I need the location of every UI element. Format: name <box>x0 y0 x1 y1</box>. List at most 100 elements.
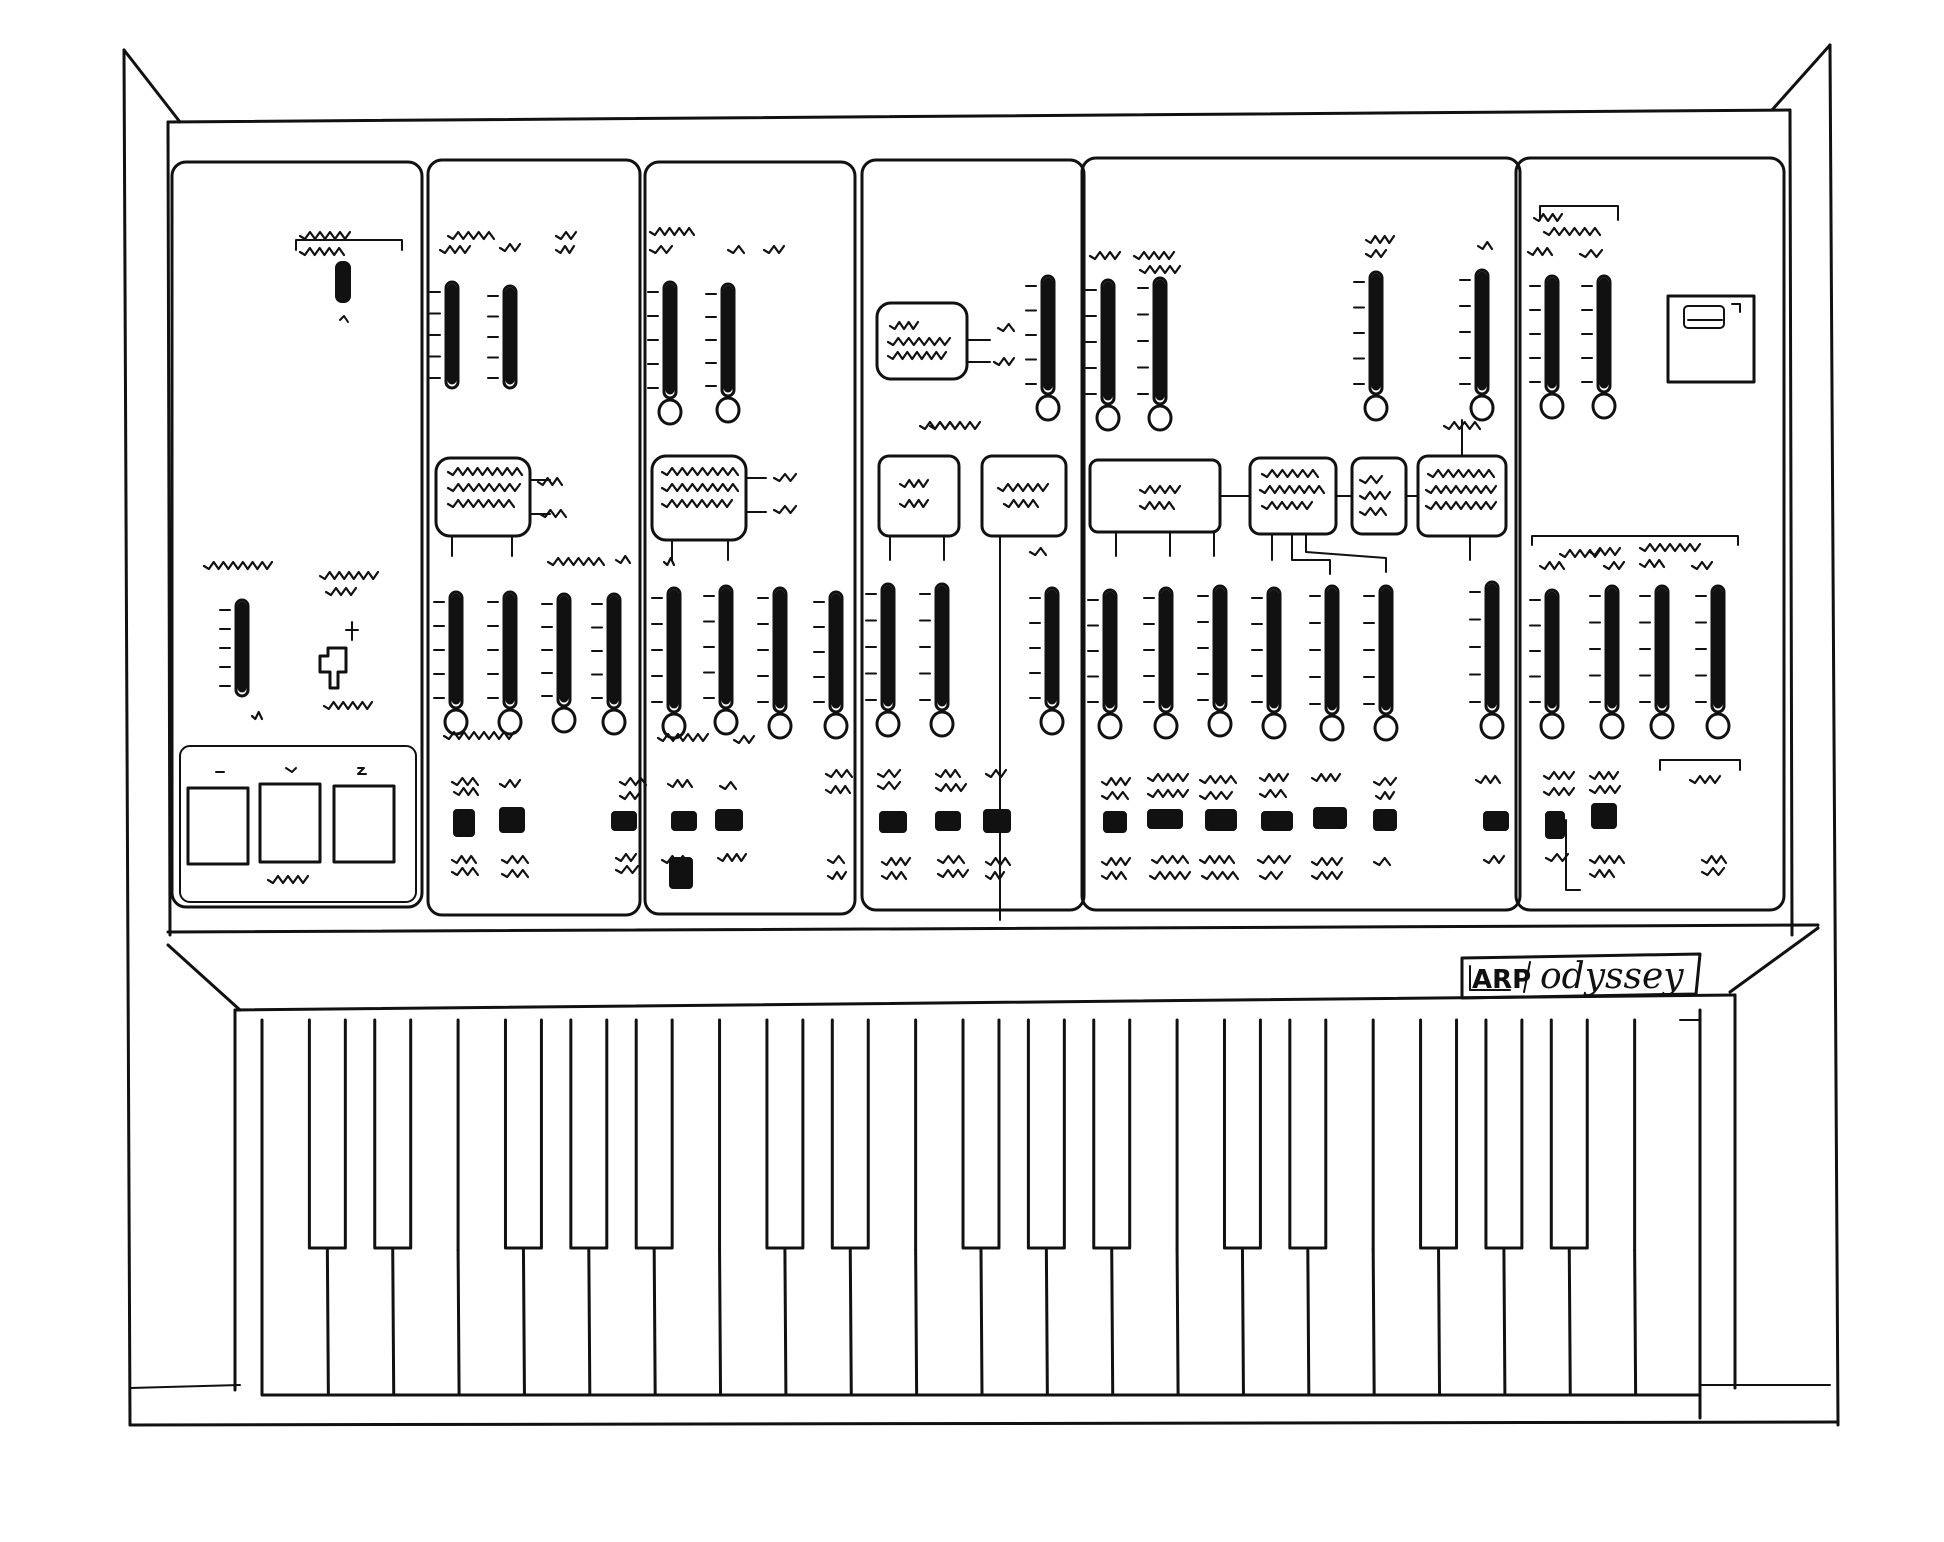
black-key[interactable] <box>1288 1018 1328 1250</box>
slider-knob-icon[interactable] <box>1363 394 1389 422</box>
toggle-switch-icon[interactable] <box>1483 811 1509 831</box>
slider-knob-icon[interactable] <box>1319 714 1345 742</box>
slider-knob-icon[interactable] <box>551 706 577 734</box>
slider-knob-icon[interactable] <box>875 710 901 738</box>
slider-control[interactable] <box>1029 586 1065 736</box>
black-key[interactable] <box>830 1018 870 1250</box>
slider-control[interactable] <box>1529 274 1565 420</box>
slider-knob-icon[interactable] <box>497 708 523 736</box>
slider-control[interactable] <box>1459 268 1495 422</box>
slider-knob-icon[interactable] <box>443 708 469 736</box>
slider-knob-icon[interactable] <box>1649 712 1675 740</box>
slider-control[interactable] <box>541 592 577 734</box>
toggle-switch-icon[interactable] <box>1147 809 1183 829</box>
black-key[interactable] <box>307 1018 347 1250</box>
square-button-icon[interactable] <box>332 784 396 864</box>
black-key[interactable] <box>1026 1018 1066 1250</box>
slider-knob-icon[interactable] <box>1095 404 1121 432</box>
black-key[interactable] <box>1549 1018 1589 1250</box>
slider-control[interactable] <box>1353 270 1389 422</box>
black-key[interactable] <box>765 1018 805 1250</box>
black-key[interactable] <box>1484 1018 1524 1250</box>
slider-control[interactable] <box>705 282 741 424</box>
slider-control[interactable] <box>703 584 739 736</box>
toggle-switch-icon[interactable] <box>611 811 637 831</box>
slider-knob-icon[interactable] <box>823 712 849 740</box>
slider-knob-icon[interactable] <box>657 398 683 426</box>
slider-knob-icon[interactable] <box>1539 712 1565 740</box>
slider-knob-icon[interactable] <box>713 708 739 736</box>
toggle-switch-icon[interactable] <box>715 809 743 831</box>
toggle-switch-icon[interactable] <box>671 811 697 831</box>
slider-control[interactable] <box>1363 584 1399 742</box>
toggle-switch-icon[interactable] <box>335 261 351 303</box>
slider-control[interactable] <box>865 582 901 738</box>
slider-knob-icon[interactable] <box>1705 712 1731 740</box>
slider-knob-icon[interactable] <box>601 708 627 736</box>
slider-knob-icon[interactable] <box>1153 712 1179 740</box>
slider-knob-icon[interactable] <box>1207 710 1233 738</box>
slider-knob-icon[interactable] <box>1591 392 1617 420</box>
slider-control[interactable] <box>591 592 627 736</box>
black-key[interactable] <box>569 1018 609 1250</box>
slider-control[interactable] <box>1025 274 1061 422</box>
black-key[interactable] <box>1222 1018 1262 1250</box>
black-key[interactable] <box>634 1018 674 1250</box>
square-button-icon[interactable] <box>258 782 322 864</box>
slider-knob-icon[interactable] <box>1373 714 1399 742</box>
slider-knob-icon[interactable] <box>1035 394 1061 422</box>
black-key[interactable] <box>1092 1018 1132 1250</box>
slider-knob-icon[interactable] <box>929 710 955 738</box>
black-key[interactable] <box>1419 1018 1459 1250</box>
slider-control[interactable] <box>1469 580 1505 740</box>
toggle-switch-icon[interactable] <box>935 811 961 831</box>
square-button-icon[interactable] <box>186 786 250 866</box>
slider-knob-icon[interactable] <box>1039 708 1065 736</box>
slider-control[interactable] <box>1197 584 1233 738</box>
toggle-switch-icon[interactable] <box>669 857 693 889</box>
slider-control[interactable] <box>813 590 849 740</box>
slider-knob-icon[interactable] <box>661 712 687 740</box>
toggle-switch-icon[interactable] <box>1545 811 1565 839</box>
slider-control[interactable] <box>219 598 250 698</box>
slider-control[interactable] <box>1251 586 1287 740</box>
slider-control[interactable] <box>1137 276 1173 432</box>
toggle-switch-icon[interactable] <box>453 809 475 837</box>
slider-knob-icon[interactable] <box>715 396 741 424</box>
toggle-switch-icon[interactable] <box>1205 809 1237 831</box>
slider-control[interactable] <box>1529 588 1565 740</box>
toggle-switch-icon[interactable] <box>1103 811 1127 833</box>
toggle-switch-icon[interactable] <box>318 646 348 690</box>
slider-knob-icon[interactable] <box>1097 712 1123 740</box>
slider-control[interactable] <box>919 582 955 738</box>
slider-control[interactable] <box>757 586 793 740</box>
slider-control[interactable] <box>1085 278 1121 432</box>
slider-control[interactable] <box>429 280 460 390</box>
slider-control[interactable] <box>487 590 523 736</box>
toggle-switch-icon[interactable] <box>1591 803 1617 829</box>
slider-control[interactable] <box>1143 586 1179 740</box>
slider-control[interactable] <box>433 590 469 736</box>
slider-control[interactable] <box>1087 588 1123 740</box>
slider-knob-icon[interactable] <box>1147 404 1173 432</box>
toggle-switch-icon[interactable] <box>879 811 907 833</box>
slider-knob-icon[interactable] <box>1539 392 1565 420</box>
toggle-switch-icon[interactable] <box>499 807 525 833</box>
black-key[interactable] <box>961 1018 1001 1250</box>
toggle-switch-icon[interactable] <box>1373 809 1397 831</box>
toggle-switch-icon[interactable] <box>983 809 1011 833</box>
slider-knob-icon[interactable] <box>767 712 793 740</box>
slider-control[interactable] <box>1589 584 1625 740</box>
slider-control[interactable] <box>647 280 683 426</box>
toggle-switch-icon[interactable] <box>1313 807 1347 829</box>
slider-control[interactable] <box>487 284 518 390</box>
black-key[interactable] <box>503 1018 543 1250</box>
black-key[interactable] <box>373 1018 413 1250</box>
slider-control[interactable] <box>1309 584 1345 742</box>
slider-knob-icon[interactable] <box>1261 712 1287 740</box>
slider-knob-icon[interactable] <box>1479 712 1505 740</box>
slider-control[interactable] <box>1695 584 1731 740</box>
slider-knob-icon[interactable] <box>1599 712 1625 740</box>
slider-control[interactable] <box>1581 274 1617 420</box>
slider-control[interactable] <box>1639 584 1675 740</box>
